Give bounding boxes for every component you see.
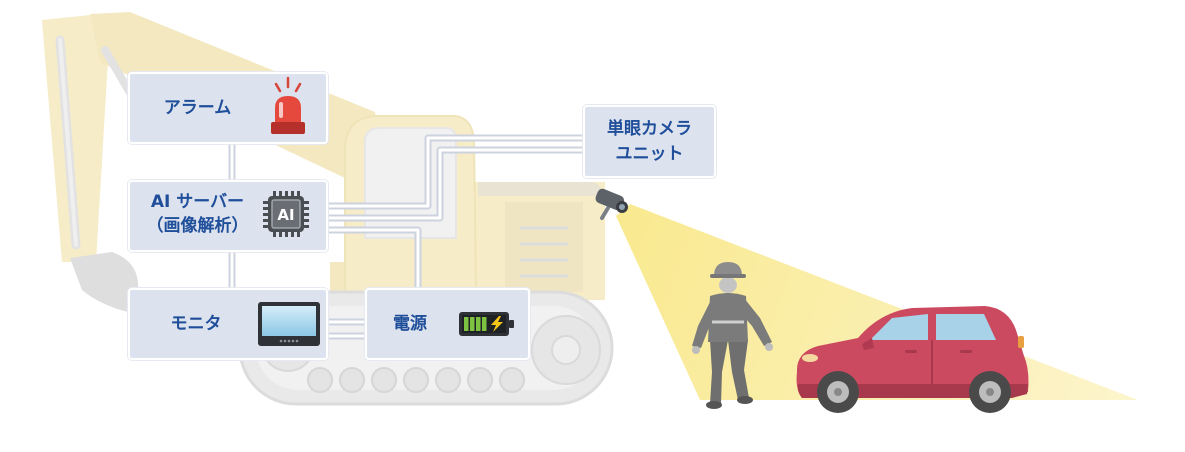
ai-server-box: AI サーバー （画像解析） AI <box>128 180 328 252</box>
car-rear-wheel <box>969 371 1011 413</box>
alarm-label: アラーム <box>130 96 265 120</box>
worker-left-hand <box>692 346 700 354</box>
ai-server-subtitle: （画像解析） <box>130 214 265 238</box>
camera-unit-label: 単眼カメラ ユニット <box>585 117 714 167</box>
monitor-box: モニタ <box>128 288 328 360</box>
ai-server-label: AI サーバー （画像解析） <box>130 190 265 238</box>
alarm-box: アラーム <box>128 72 328 144</box>
monitor-icon <box>257 301 321 347</box>
siren-icon <box>266 76 310 136</box>
camera-unit-box: 単眼カメラ ユニット <box>583 105 716 178</box>
monitor-label: モニタ <box>130 312 262 336</box>
camera-unit-line2: ユニット <box>585 142 714 167</box>
battery-icon <box>458 310 518 338</box>
ai-server-title: AI サーバー <box>130 190 265 214</box>
excavator-hood <box>478 182 602 196</box>
worker-helmet-brim <box>710 274 746 278</box>
worker-face <box>719 277 737 293</box>
power-label: 電源 <box>367 312 453 336</box>
ai-chip-icon: AI <box>262 190 310 238</box>
worker-right-shoe <box>737 396 753 404</box>
power-box: 電源 <box>365 288 530 360</box>
camera-unit-line1: 単眼カメラ <box>585 117 714 142</box>
worker-right-hand <box>765 343 773 351</box>
excavator-vent-panel <box>505 202 583 292</box>
car-front-door-handle <box>905 350 917 353</box>
car-rear-door-handle <box>960 350 972 353</box>
car-front-wheel <box>817 371 859 413</box>
worker-left-shoe <box>706 401 722 409</box>
track-idler-hub <box>552 336 580 364</box>
car-headlight <box>802 354 818 362</box>
car-taillight <box>1018 336 1024 348</box>
ai-chip-text: AI <box>277 206 294 224</box>
